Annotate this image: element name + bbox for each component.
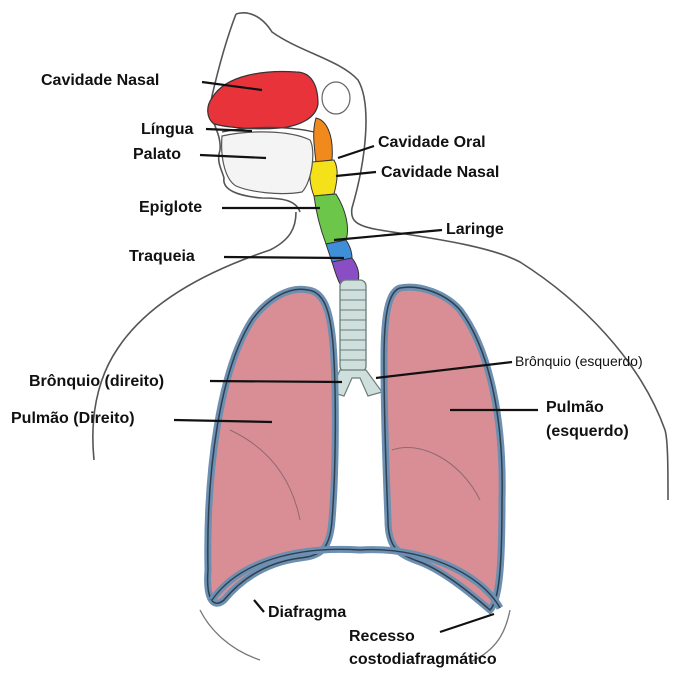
- label-recesso-line2: costodiafragmático: [349, 650, 497, 669]
- label-pulmao-esquerdo-line1: Pulmão: [546, 398, 604, 417]
- label-palato: Palato: [133, 145, 181, 164]
- label-bronquio-esquerdo: Brônquio (esquerdo): [515, 352, 643, 371]
- label-pulmao-esquerdo-line2: (esquerdo): [546, 422, 629, 441]
- label-epiglote: Epiglote: [139, 198, 202, 217]
- label-diafragma: Diafragma: [268, 603, 346, 622]
- label-cavidade-oral: Cavidade Oral: [378, 133, 486, 152]
- pharynx-yellow-shape: [310, 160, 337, 196]
- tongue-shape: [222, 132, 313, 194]
- label-traqueia: Traqueia: [129, 247, 195, 266]
- label-lingua: Língua: [141, 120, 193, 139]
- label-cavidade-nasal-mid: Cavidade Nasal: [381, 163, 499, 182]
- label-bronquio-direito: Brônquio (direito): [29, 372, 164, 391]
- sinus: [322, 82, 350, 114]
- epiglottis-shape: [314, 194, 348, 244]
- label-cavidade-nasal-top: Cavidade Nasal: [41, 71, 159, 90]
- oral-cavity-shape: [314, 118, 333, 162]
- label-recesso-line1: Recesso: [349, 627, 415, 646]
- label-laringe: Laringe: [446, 220, 504, 239]
- trachea-rings: [340, 280, 366, 372]
- label-pulmao-direito: Pulmão (Direito): [11, 409, 135, 428]
- nasal-cavity-shape: [208, 72, 318, 129]
